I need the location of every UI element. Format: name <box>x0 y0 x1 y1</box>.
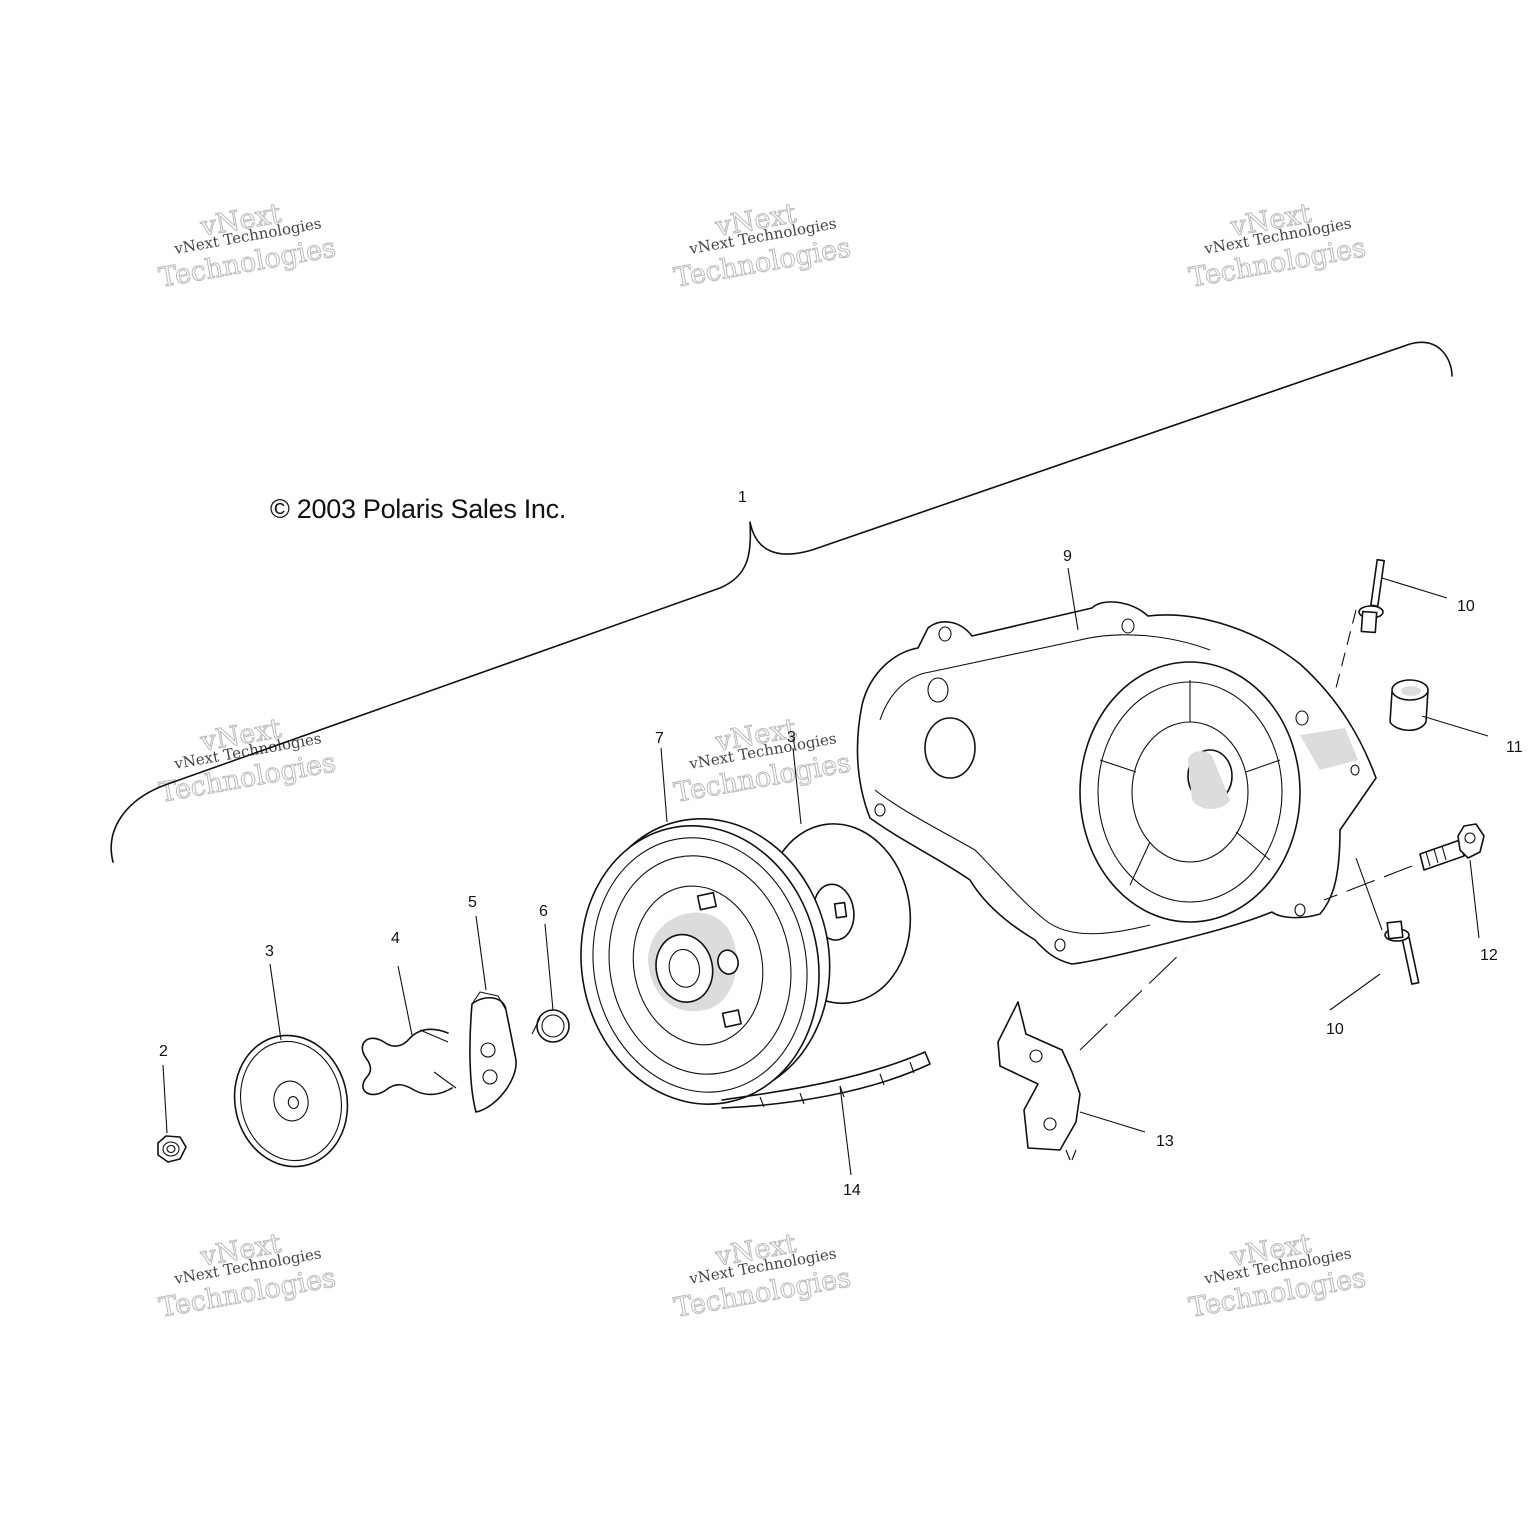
assembly-bracket <box>110 341 1453 863</box>
callout-2: 2 <box>159 1043 168 1060</box>
leader-lines <box>162 567 1489 1176</box>
part-nut[interactable] <box>157 1135 187 1163</box>
part-spring-clip[interactable] <box>361 1028 453 1096</box>
part-recoil-housing[interactable] <box>856 601 1377 965</box>
callout-10-top: 10 <box>1457 598 1475 615</box>
callout-4: 4 <box>391 930 400 947</box>
copyright-notice: © 2003 Polaris Sales Inc. <box>270 494 567 524</box>
part-rivet-bottom[interactable] <box>1384 920 1420 985</box>
callout-3: 3 <box>265 943 274 960</box>
callout-13: 13 <box>1156 1133 1174 1150</box>
part-mount-bracket[interactable] <box>997 1001 1081 1161</box>
callout-11: 11 <box>1506 739 1523 756</box>
callout-6: 6 <box>539 903 548 920</box>
callout-9: 9 <box>1063 548 1072 565</box>
callout-14: 14 <box>843 1182 861 1199</box>
part-pawl[interactable] <box>469 991 517 1113</box>
part-bushing[interactable] <box>1389 679 1429 732</box>
part-bolt[interactable] <box>1419 823 1485 871</box>
callout-10-bottom: 10 <box>1326 1021 1344 1038</box>
callout-7: 7 <box>655 730 664 747</box>
part-starter-rope[interactable] <box>721 1051 931 1109</box>
part-pawl-spring[interactable] <box>531 1009 570 1043</box>
callout-numbers: 1 2 3 4 5 6 7 3 9 10 10 11 12 13 14 <box>159 489 1523 1199</box>
callout-8: 3 <box>787 729 796 746</box>
callout-12: 12 <box>1480 947 1498 964</box>
part-pulley[interactable] <box>554 796 856 1126</box>
part-rivet-top[interactable] <box>1358 558 1385 634</box>
part-drive-plate[interactable] <box>223 1025 360 1177</box>
callout-5: 5 <box>468 894 477 911</box>
callout-1: 1 <box>738 489 747 506</box>
